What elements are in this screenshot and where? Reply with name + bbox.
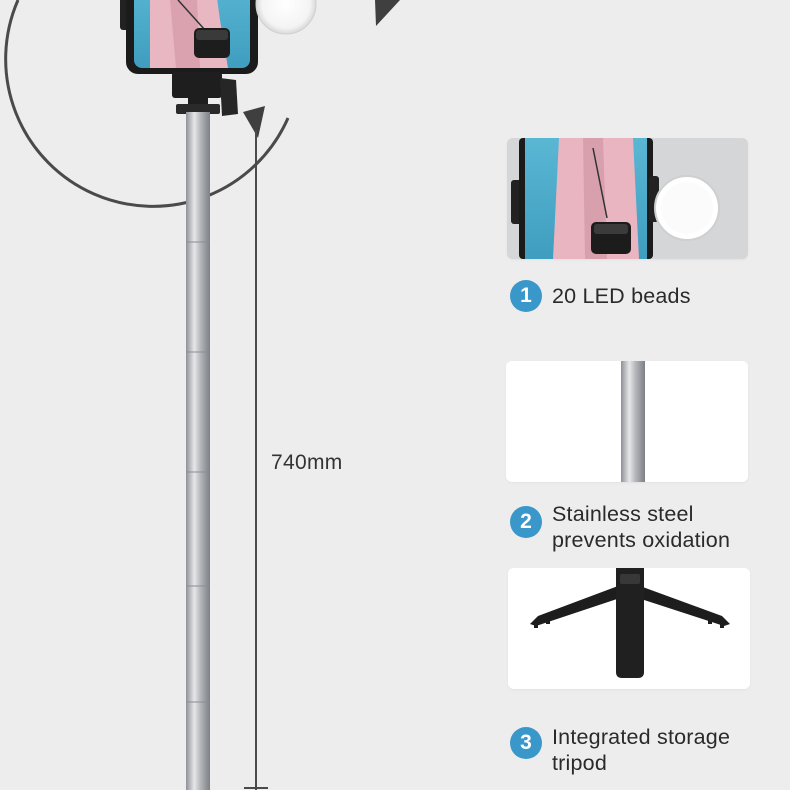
selfie-stick-illustration [4, 0, 400, 790]
feature-1-caption: 1 20 LED beads [510, 280, 691, 312]
telescopic-rod [186, 112, 210, 790]
feature-2-caption: 2 Stainless steel prevents oxidation [510, 501, 730, 553]
feature-1-text: 20 LED beads [552, 283, 691, 309]
feature-2-line-1: Stainless steel [552, 502, 694, 526]
feature-card-tripod [508, 568, 750, 689]
phone-holder-icon [120, 0, 317, 116]
feature-2-text: Stainless steel prevents oxidation [552, 501, 730, 553]
feature-card-led [507, 138, 748, 259]
feature-number-badge: 3 [510, 727, 542, 759]
feature-number-badge: 2 [510, 506, 542, 538]
steel-rod-photo [506, 361, 748, 482]
rotation-arc [4, 0, 400, 208]
ring-light-icon [255, 0, 317, 35]
feature-3-line-1: Integrated storage [552, 725, 731, 749]
arc-arrowhead-bottom [243, 106, 265, 138]
feature-2-line-2: prevents oxidation [552, 528, 731, 552]
feature-3-caption: 3 Integrated storage tripod [510, 724, 730, 776]
feature-1-line-1: 20 LED beads [552, 284, 691, 308]
led-photo [507, 138, 748, 259]
tripod-icon [508, 568, 750, 689]
feature-number-badge: 1 [510, 280, 542, 312]
arc-arrowhead-top [375, 0, 400, 26]
feature-3-text: Integrated storage tripod [552, 724, 730, 776]
feature-card-steel [506, 361, 748, 482]
height-measurement-label: 740mm [271, 451, 343, 474]
feature-3-line-2: tripod [552, 751, 607, 775]
dimension-line [244, 130, 268, 790]
